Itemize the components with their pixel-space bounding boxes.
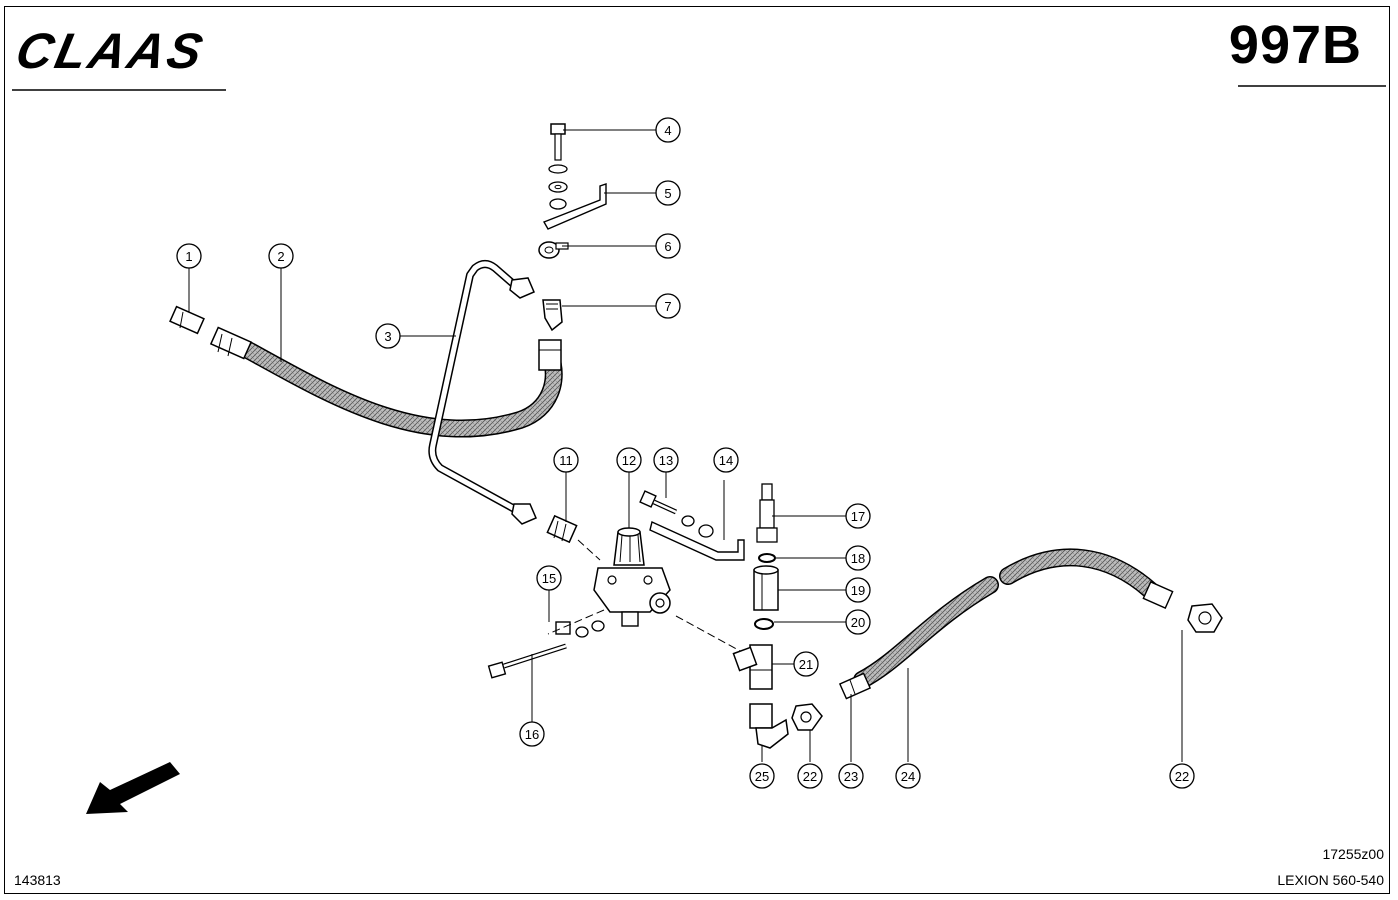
svg-text:3: 3 — [384, 329, 391, 344]
hose-part-2 — [209, 326, 563, 438]
valve-part-12 — [593, 527, 671, 627]
logo-text: CLAAS — [11, 23, 210, 79]
assembly-lines — [547, 539, 743, 653]
document-code: 997B — [1228, 15, 1362, 75]
svg-text:25: 25 — [755, 769, 769, 784]
svg-text:6: 6 — [664, 239, 671, 254]
fitting-part-23 — [838, 672, 872, 700]
svg-text:7: 7 — [664, 299, 671, 314]
nut-part-22b — [1187, 603, 1223, 633]
callout-6: 6 — [655, 233, 681, 259]
elbow-part-7 — [542, 299, 563, 332]
direction-arrow-icon — [86, 762, 180, 814]
callout-14: 14 — [713, 447, 739, 473]
svg-text:20: 20 — [851, 615, 865, 630]
fitting-part-11 — [546, 514, 578, 544]
clamp-part-6 — [538, 241, 569, 259]
bracket-part-5 — [542, 183, 607, 230]
model-name: LEXION 560-540 — [1277, 872, 1384, 888]
claas-logo: CLAAS — [11, 23, 210, 79]
svg-text:16: 16 — [525, 727, 539, 742]
callout-7: 7 — [655, 293, 681, 319]
svg-text:5: 5 — [664, 186, 671, 201]
bolt-part-16 — [487, 643, 567, 679]
drawing-frame — [4, 6, 1390, 894]
svg-text:14: 14 — [719, 453, 733, 468]
callout-18: 18 — [845, 545, 871, 571]
svg-text:19: 19 — [851, 583, 865, 598]
svg-text:21: 21 — [799, 657, 813, 672]
svg-text:4: 4 — [664, 123, 671, 138]
svg-text:24: 24 — [901, 769, 915, 784]
svg-text:2: 2 — [277, 249, 284, 264]
elbow-part-25 — [749, 703, 789, 749]
callout-13: 13 — [653, 447, 679, 473]
callout-20: 20 — [845, 609, 871, 635]
callout-11: 11 — [553, 447, 579, 473]
callout-22-right: 22 — [1169, 763, 1195, 789]
oring-part-18 — [758, 553, 776, 563]
callout-23: 23 — [838, 763, 864, 789]
bolt-part-13 — [639, 490, 714, 538]
svg-text:1: 1 — [185, 249, 192, 264]
callout-22-left: 22 — [797, 763, 823, 789]
tee-part-21 — [732, 644, 773, 690]
callout-16: 16 — [519, 721, 545, 747]
oring-part-20 — [754, 618, 774, 630]
bolt-stack-part-4 — [548, 123, 568, 210]
callout-1: 1 — [176, 243, 202, 269]
callout-12: 12 — [616, 447, 642, 473]
svg-text:23: 23 — [844, 769, 858, 784]
drawing-id: 17255z00 — [1322, 846, 1384, 862]
svg-text:18: 18 — [851, 551, 865, 566]
nut-part-22a — [791, 703, 823, 731]
callout-25: 25 — [749, 763, 775, 789]
adapter-part-1 — [169, 305, 205, 335]
callout-3: 3 — [375, 323, 401, 349]
nut-part-15 — [555, 620, 605, 638]
callout-17: 17 — [845, 503, 871, 529]
adapter-part-19 — [753, 565, 779, 611]
svg-text:22: 22 — [1175, 769, 1189, 784]
fitting-part-17 — [756, 483, 778, 543]
svg-text:11: 11 — [559, 453, 573, 468]
svg-text:17: 17 — [851, 509, 865, 524]
svg-text:15: 15 — [542, 571, 556, 586]
callout-15: 15 — [536, 565, 562, 591]
svg-text:22: 22 — [803, 769, 817, 784]
hose-part-24 — [853, 548, 1174, 689]
svg-text:13: 13 — [659, 453, 673, 468]
sheet-number: 143813 — [14, 872, 61, 888]
svg-text:12: 12 — [622, 453, 636, 468]
callout-5: 5 — [655, 180, 681, 206]
callout-21: 21 — [793, 651, 819, 677]
callout-4: 4 — [655, 117, 681, 143]
leader-lines — [188, 129, 1183, 762]
callout-24: 24 — [895, 763, 921, 789]
bracket-part-14 — [649, 480, 745, 561]
pipe-part-3 — [428, 260, 537, 525]
callout-19: 19 — [845, 577, 871, 603]
callout-2: 2 — [268, 243, 294, 269]
